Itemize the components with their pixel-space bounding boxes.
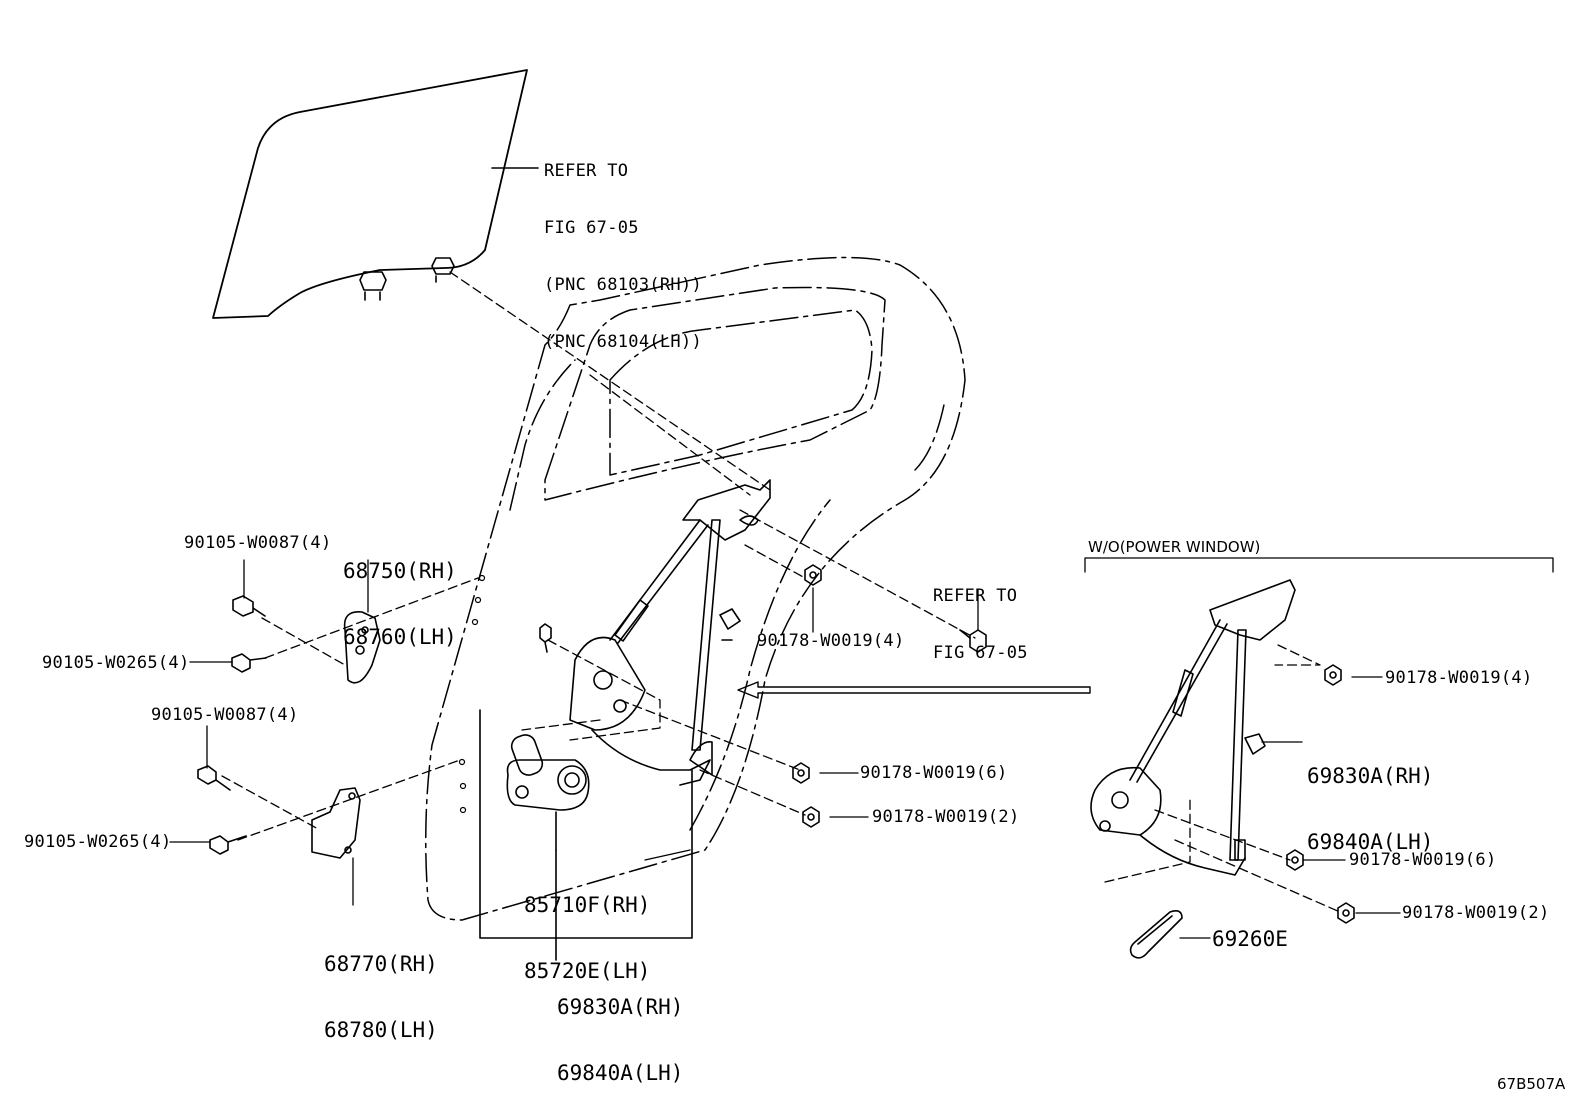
fasteners-right (1286, 664, 1355, 924)
lower-hinge-bolt-top-label: 90105-W0087(4) (151, 705, 299, 725)
hinges (311, 611, 381, 859)
upper-hinge-bolt-bottom-label: 90105-W0265(4) (42, 653, 190, 673)
label-leaders (169, 559, 1401, 939)
direction-arrow (737, 681, 1091, 699)
figure-code: 67B507A (1497, 1075, 1566, 1093)
window-handle (1129, 910, 1183, 959)
door-glass (212, 69, 528, 319)
power-assy-part-label: 69830A(RH) 69840A(LH) (557, 952, 683, 1106)
manual-assy-part-label: 69830A(RH) 69840A(LH) (1307, 721, 1433, 875)
refer-bolt-line-1: REFER TO (933, 586, 1018, 606)
upper-hinge-part-label: 68750(RH) 68760(LH) (343, 516, 457, 670)
refer-bolt-note: REFER TO FIG 67-05 (933, 549, 1028, 682)
power-nut-upper-label: 90178-W0019(4) (757, 631, 905, 651)
wo-bracket (1084, 557, 1554, 573)
motor-lh: 85720E(LH) (524, 959, 651, 983)
lower-hinge-lh: 68780(LH) (324, 1018, 438, 1042)
power-nut-lower-label: 90178-W0019(2) (872, 807, 1020, 827)
motor-part-label: 85710F(RH) 85720E(LH) (524, 850, 650, 1004)
refer-glass-line-2: FIG 67-05 (544, 218, 639, 238)
upper-hinge-rh: 68750(RH) (343, 559, 457, 583)
wo-power-window-label: W/O(POWER WINDOW) (1088, 538, 1261, 556)
power-nut-middle-label: 90178-W0019(6) (860, 763, 1008, 783)
refer-glass-line-3: (PNC 68103(RH)) (544, 275, 703, 295)
upper-hinge-bolt-top-label: 90105-W0087(4) (184, 533, 332, 553)
manual-assy-lh: 69840A(LH) (1307, 830, 1434, 854)
lower-hinge-rh: 68770(RH) (324, 952, 438, 976)
refer-glass-line-4: (PNC 68104(LH)) (544, 332, 703, 352)
door-holes (458, 574, 486, 814)
door-panel (425, 256, 966, 921)
lower-hinge-bolt-bottom-label: 90105-W0265(4) (24, 832, 172, 852)
manual-nut-upper-label: 90178-W0019(4) (1385, 668, 1533, 688)
manual-nut-lower-label: 90178-W0019(2) (1402, 903, 1550, 923)
manual-assy-rh: 69830A(RH) (1307, 764, 1434, 788)
lower-hinge-part-label: 68770(RH) 68780(LH) (324, 909, 438, 1063)
assembly-leaders (221, 271, 1341, 913)
power-assy-lh: 69840A(LH) (557, 1061, 684, 1085)
manual-nut-middle-label: 90178-W0019(6) (1349, 850, 1497, 870)
power-window-regulator (569, 479, 771, 786)
handle-part-label: 69260E (1212, 927, 1288, 951)
refer-glass-line-1: REFER TO (544, 161, 629, 181)
power-assy-rh: 69830A(RH) (557, 995, 684, 1019)
manual-window-regulator (1090, 579, 1296, 876)
upper-hinge-lh: 68760(LH) (343, 625, 457, 649)
window-motor (506, 734, 590, 811)
motor-rh: 85710F(RH) (524, 893, 651, 917)
refer-glass-note: REFER TO FIG 67-05 (PNC 68103(RH)) (PNC … (544, 124, 702, 371)
refer-bolt-line-2: FIG 67-05 (933, 643, 1028, 663)
fasteners-left (197, 564, 987, 855)
regulator-bracket (479, 709, 693, 961)
